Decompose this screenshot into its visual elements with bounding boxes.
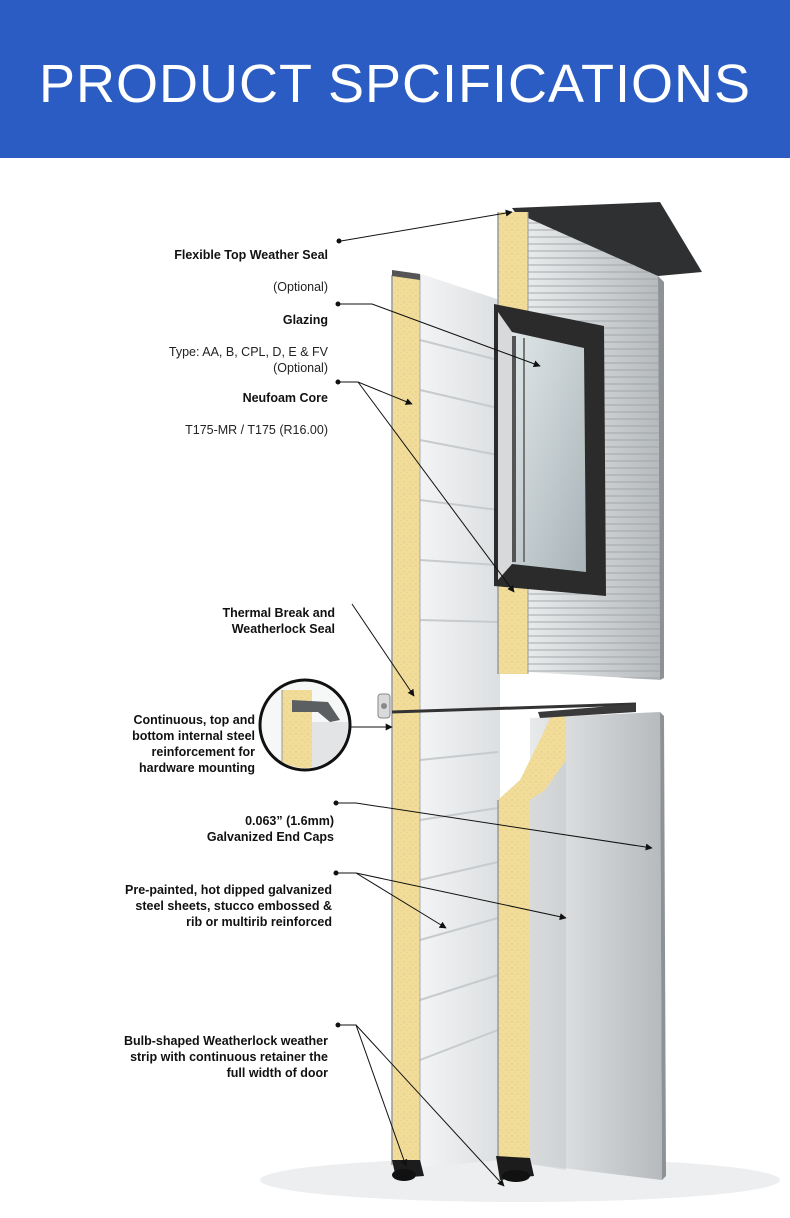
callout-title: 0.063” (1.6mm) Galvanized End Caps [206,814,334,844]
callout-title: Continuous, top and bottom internal stee… [132,713,255,775]
callout-subtitle: Type: AA, B, CPL, D, E & FV (Optional) [168,345,328,375]
callout-steel-reinforcement: Continuous, top and bottom internal stee… [132,696,255,792]
callout-steel-sheets: Pre-painted, hot dipped galvanized steel… [125,866,332,946]
callout-top-weather-seal: Flexible Top Weather Seal (Optional) [174,231,328,311]
callout-subtitle: (Optional) [273,280,328,294]
callout-neufoam-core: Neufoam Core T175-MR / T175 (R16.00) [185,374,328,454]
callout-title: Flexible Top Weather Seal [174,248,328,262]
callout-title: Neufoam Core [242,391,328,405]
header-banner: PRODUCT SPCIFICATIONS [0,0,790,158]
window-glass [512,332,586,572]
upper-exterior-section [494,202,702,680]
callout-title: Pre-painted, hot dipped galvanized steel… [125,883,332,929]
callout-glazing: Glazing Type: AA, B, CPL, D, E & FV (Opt… [169,296,328,392]
hinge-hardware [377,693,637,719]
callout-end-caps: 0.063” (1.6mm) Galvanized End Caps [207,797,334,861]
callout-title: Bulb-shaped Weatherlock weather strip wi… [124,1034,328,1080]
callout-title: Thermal Break and Weatherlock Seal [222,606,335,636]
steel-reinforcement-detail [258,678,352,772]
interior-door-panel [391,270,500,1181]
callout-weather-strip: Bulb-shaped Weatherlock weather strip wi… [124,1017,328,1097]
callout-thermal-break: Thermal Break and Weatherlock Seal [222,589,335,653]
callout-title: Glazing [282,313,328,327]
lower-foam-core [498,714,566,1160]
left-foam-core [392,275,420,1165]
leader-lines [333,209,653,1187]
page-title: PRODUCT SPCIFICATIONS [38,54,752,114]
lower-exterior-section [496,704,666,1182]
callout-subtitle: T175-MR / T175 (R16.00) [185,423,328,437]
top-weather-seal [512,202,702,276]
